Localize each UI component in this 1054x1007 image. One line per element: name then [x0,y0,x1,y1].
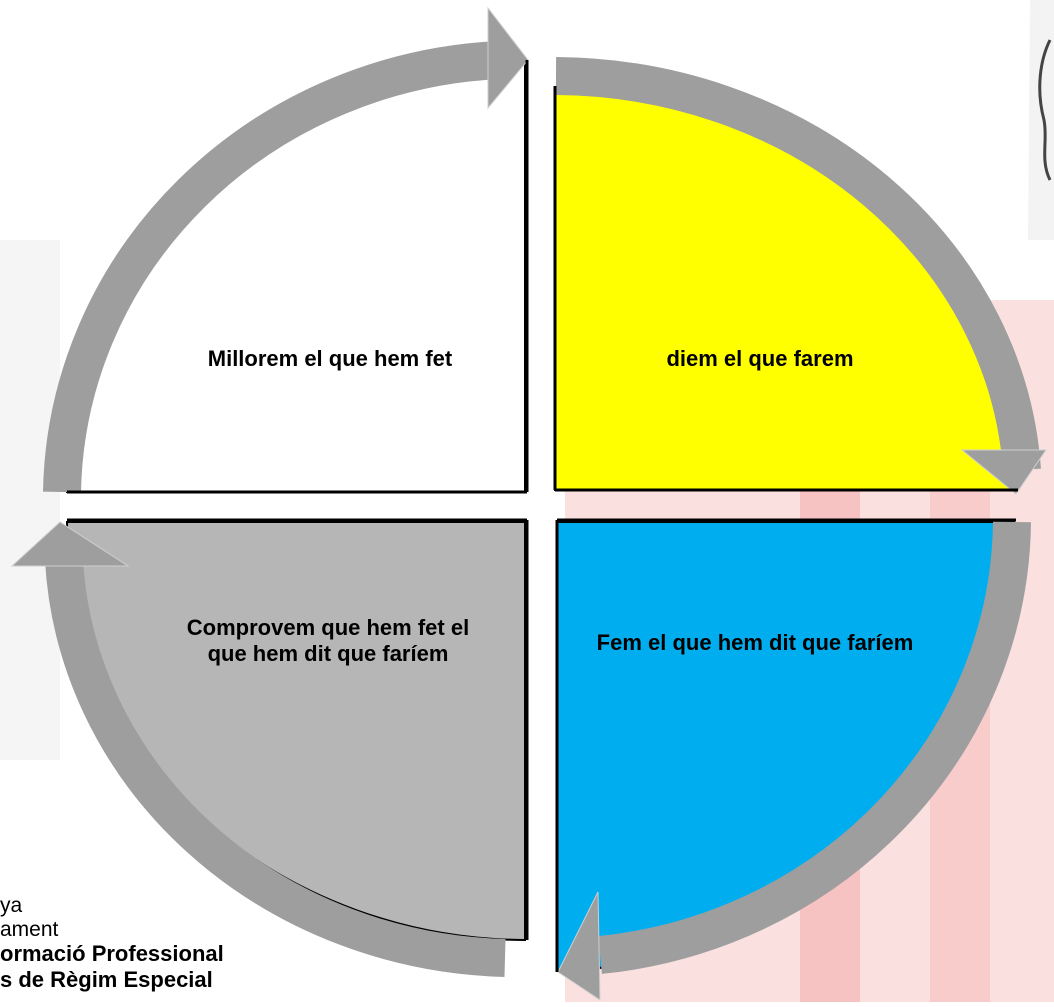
arrow-arc-bottom-left [45,558,506,977]
quadrant-borders [67,60,1018,972]
quadrant-label-bottom-right: Fem el que hem dit que faríem [596,630,914,655]
arrowhead-right [960,449,1047,495]
arrow-arc-top-right [555,57,1041,472]
footer-line-1: ya [0,894,23,917]
background-sketch-fragment [1038,39,1052,181]
footer-line-3: ormació Professional [0,941,224,966]
arrow-arc-top-left [43,41,501,493]
background-image-fragment [1028,0,1054,240]
arrow-arc-bottom-right [598,521,1031,974]
arrowhead-bottom [557,891,601,1001]
quadrant-label-top-left: Millorem el que hem fet [207,346,453,371]
arrowhead-left [10,521,130,567]
footer-line-2: ament [0,918,59,941]
arrowhead-top [487,6,529,110]
cycle-arrows [43,41,1041,977]
footer-line-4: s de Règim Especial [0,967,213,992]
quadrant-label-bottom-left: Comprovem que hem fet el que hem dit que… [186,615,470,666]
background-left-fade [0,240,60,760]
quadrant-label-top-right: diem el que farem [666,346,854,371]
